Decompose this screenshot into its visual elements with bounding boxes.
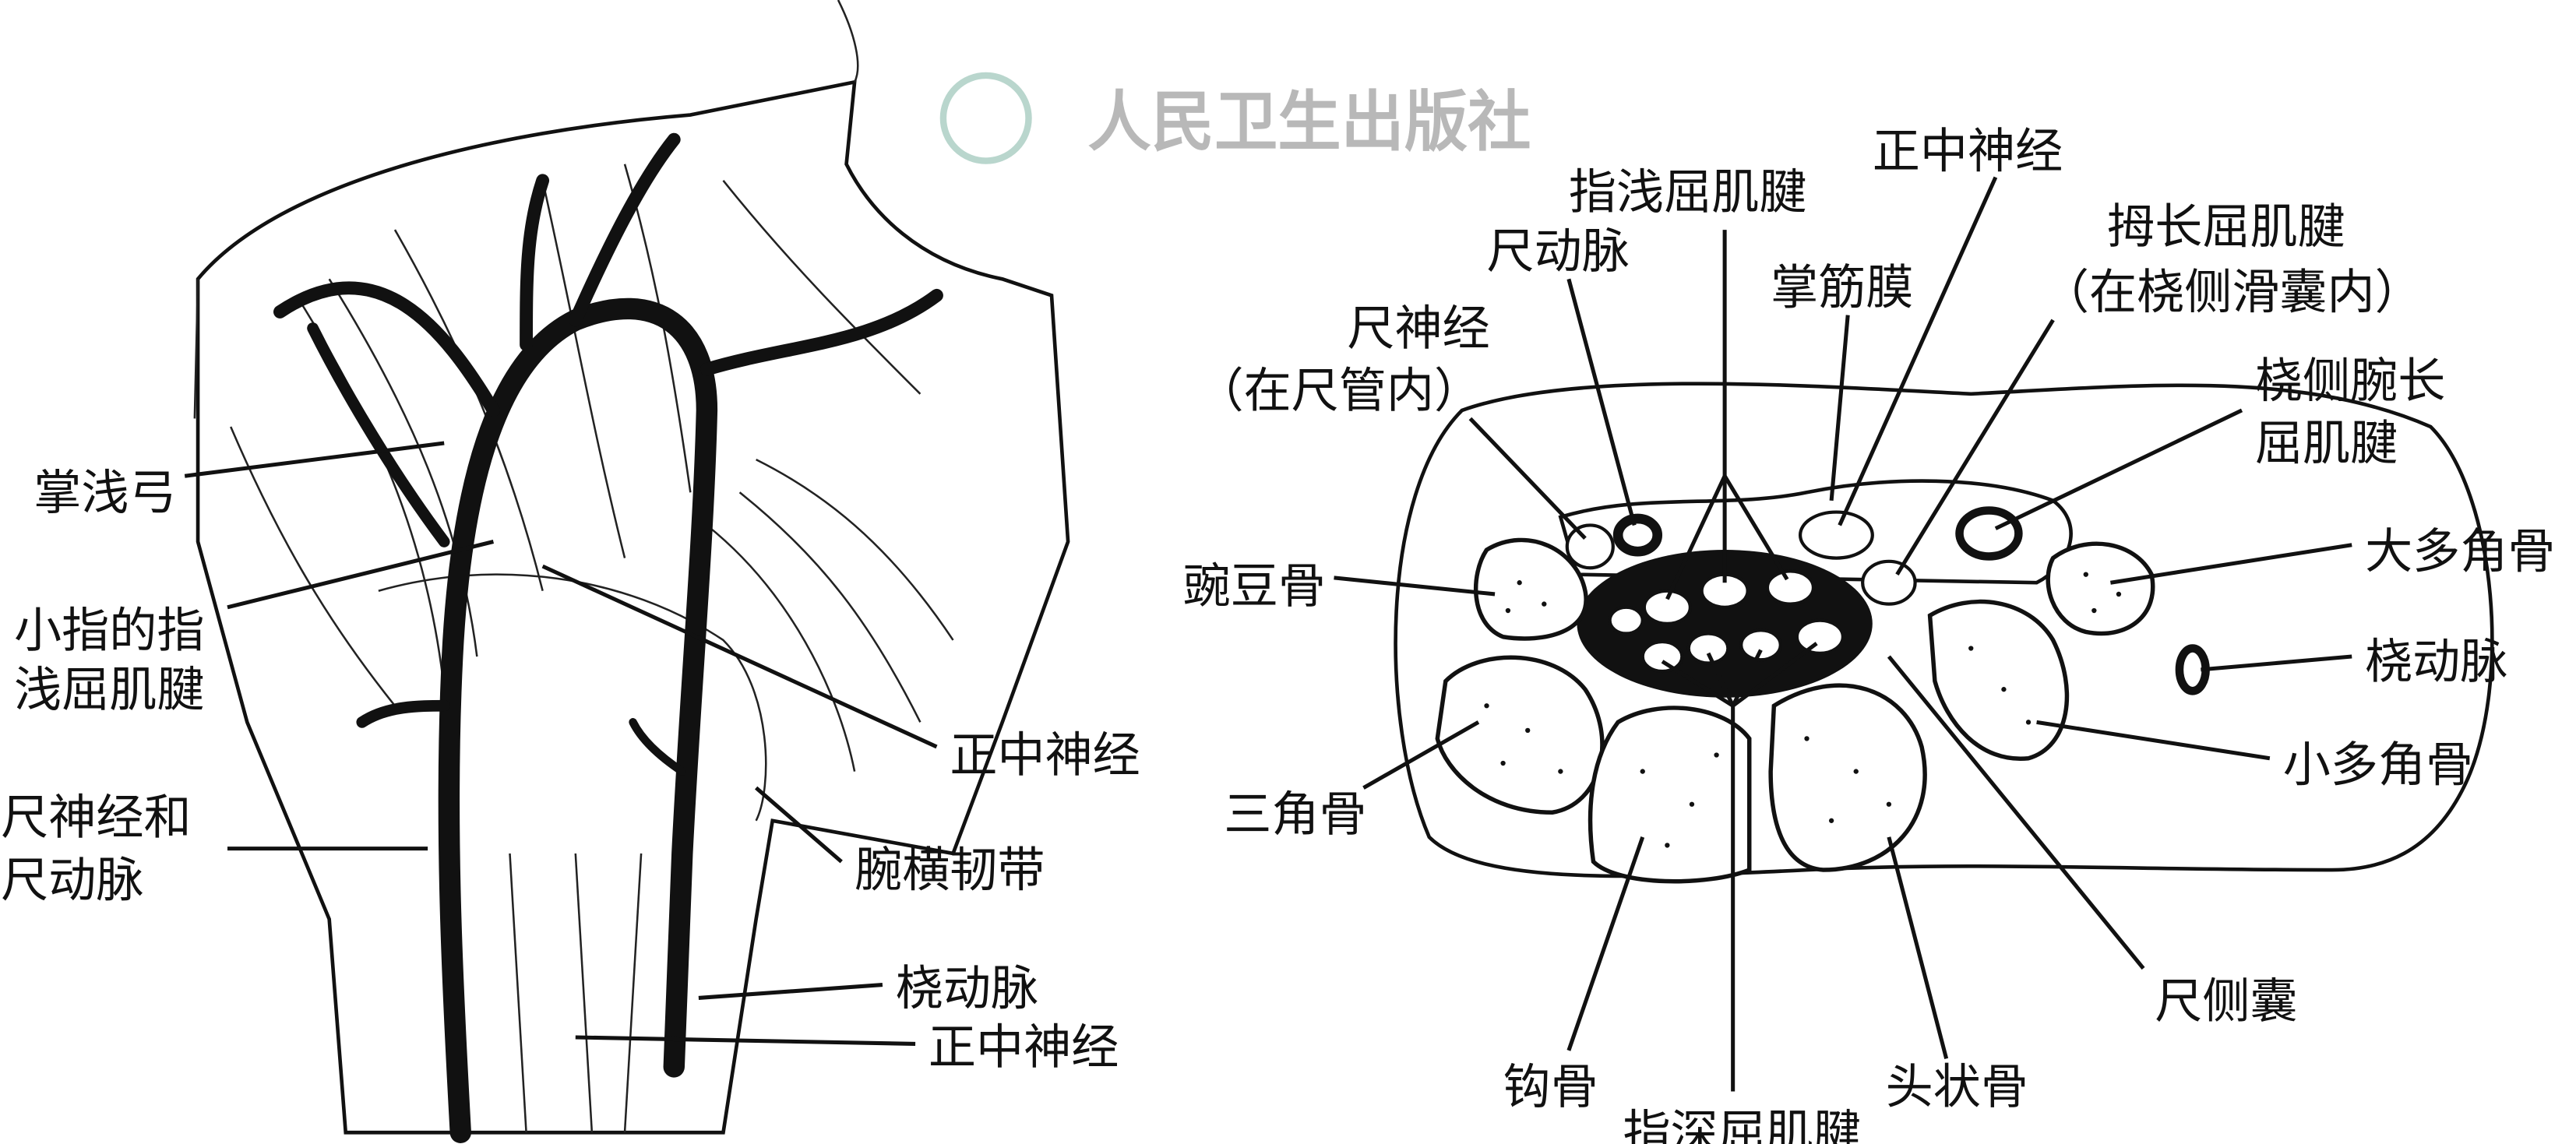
label-fpl-line1: 拇长屈肌腱	[2107, 199, 2345, 255]
label-fpl-line2: （在桡侧滑囊内）	[2042, 265, 2423, 320]
median-nerve	[1798, 510, 1874, 560]
label-fds-tendons: 指浅屈肌腱	[1569, 165, 1807, 220]
label-radial-artery-left: 桡动脉	[896, 961, 1038, 1016]
label-radial-artery-right: 桡动脉	[2365, 634, 2507, 689]
capitate-bone	[1768, 683, 1927, 872]
trapezium-bone	[2046, 541, 2155, 636]
label-hamate: 钩骨	[1503, 1059, 1598, 1114]
label-ulnar-bursa: 尺侧囊	[2155, 974, 2297, 1030]
label-pisiform: 豌豆骨	[1183, 558, 1326, 614]
trapezoid-bone	[1927, 599, 2070, 761]
label-median-nerve-upper: 正中神经	[950, 728, 1140, 783]
arterial-arch	[273, 132, 943, 1143]
label-fdp-tendons: 指深屈肌腱	[1623, 1105, 1861, 1144]
ulnar-artery	[1612, 513, 1663, 557]
label-ulnar-nerve-line2: （在尺管内）	[1196, 364, 1482, 419]
label-superficial-palmar-arch: 掌浅弓	[33, 465, 176, 520]
label-transverse-carpal-ligament: 腕横韧带	[855, 843, 1045, 898]
label-ulnar-nerve-line1: 尺神经	[1347, 301, 1489, 357]
label-fcr-line1: 桡侧腕长	[2255, 354, 2445, 409]
carpal-bones	[1435, 537, 2155, 884]
left-figure-labels: 掌浅弓 小指的指 浅屈肌腱 尺神经和 尺动脉 正中神经 腕横韧带 桡动脉 正中神…	[1, 441, 1140, 1075]
pisiform-bone	[1474, 537, 1588, 641]
label-fcr-line2: 屈肌腱	[2255, 416, 2398, 471]
bone-texture	[1484, 572, 2122, 848]
label-capitate: 头状骨	[1886, 1059, 2028, 1114]
label-median-nerve-lower: 正中神经	[929, 1020, 1119, 1075]
right-figure-labels: 正中神经 指浅屈肌腱 尺动脉 掌筋膜 拇长屈肌腱 （在桡侧滑囊内） 尺神经 （在…	[1183, 124, 2556, 1144]
label-trapezoid: 小多角骨	[2283, 737, 2473, 793]
label-ulnar-artery: 尺动脉	[1487, 224, 1630, 280]
publisher-watermark: 人民卫生出版社	[1087, 83, 1531, 160]
label-ulnar-nerve-artery-line2: 尺动脉	[1, 853, 143, 908]
label-ulnar-nerve-artery-line1: 尺神经和	[1, 790, 191, 846]
hamate-bone	[1588, 706, 1752, 884]
ulnar-nerve	[1565, 523, 1615, 570]
tendons	[1608, 506, 2023, 674]
label-palmar-fascia: 掌筋膜	[1771, 260, 1913, 315]
label-triquetrum: 三角骨	[1224, 787, 1366, 842]
label-trapezium: 大多角骨	[2365, 524, 2555, 579]
label-little-finger-fds-line2: 浅屈肌腱	[14, 662, 204, 717]
watermark-seal-icon	[939, 72, 1032, 164]
label-median-nerve-right: 正中神经	[1873, 124, 2063, 179]
label-little-finger-fds-line1: 小指的指	[14, 603, 204, 658]
